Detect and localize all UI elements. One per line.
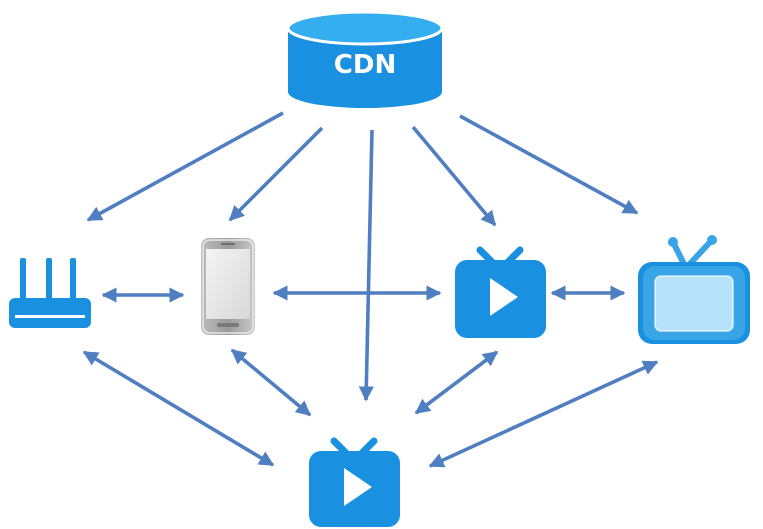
arrow-cdn-to-television xyxy=(459,114,639,215)
router-icon xyxy=(9,258,91,328)
tv-box-bottom-node xyxy=(309,437,400,527)
television-icon xyxy=(638,235,750,344)
cdn-label: CDN xyxy=(334,50,396,80)
tv-play-icon xyxy=(455,246,546,338)
tv-play-icon xyxy=(309,437,400,527)
edges-layer xyxy=(82,111,659,468)
arrow-tv-box-to-tv-box-bottom xyxy=(414,350,499,415)
router-node xyxy=(9,258,91,328)
arrow-phone-to-tv-box-bottom xyxy=(230,348,312,417)
arrow-cdn-to-tv-box-bottom xyxy=(358,129,374,402)
smartphone-icon xyxy=(201,238,255,335)
television-node xyxy=(638,235,750,344)
arrow-television-to-tv-box-bottom xyxy=(428,360,659,468)
cdn-node: CDN xyxy=(286,10,444,108)
tv-box-node xyxy=(455,246,546,338)
arrow-router-to-tv-box-bottom xyxy=(82,350,275,467)
arrow-cdn-to-tv-box xyxy=(411,125,497,227)
database-cylinder-icon xyxy=(286,10,444,108)
phone-node xyxy=(201,238,255,335)
arrow-cdn-to-router xyxy=(86,111,284,222)
arrow-cdn-to-phone xyxy=(228,126,324,222)
